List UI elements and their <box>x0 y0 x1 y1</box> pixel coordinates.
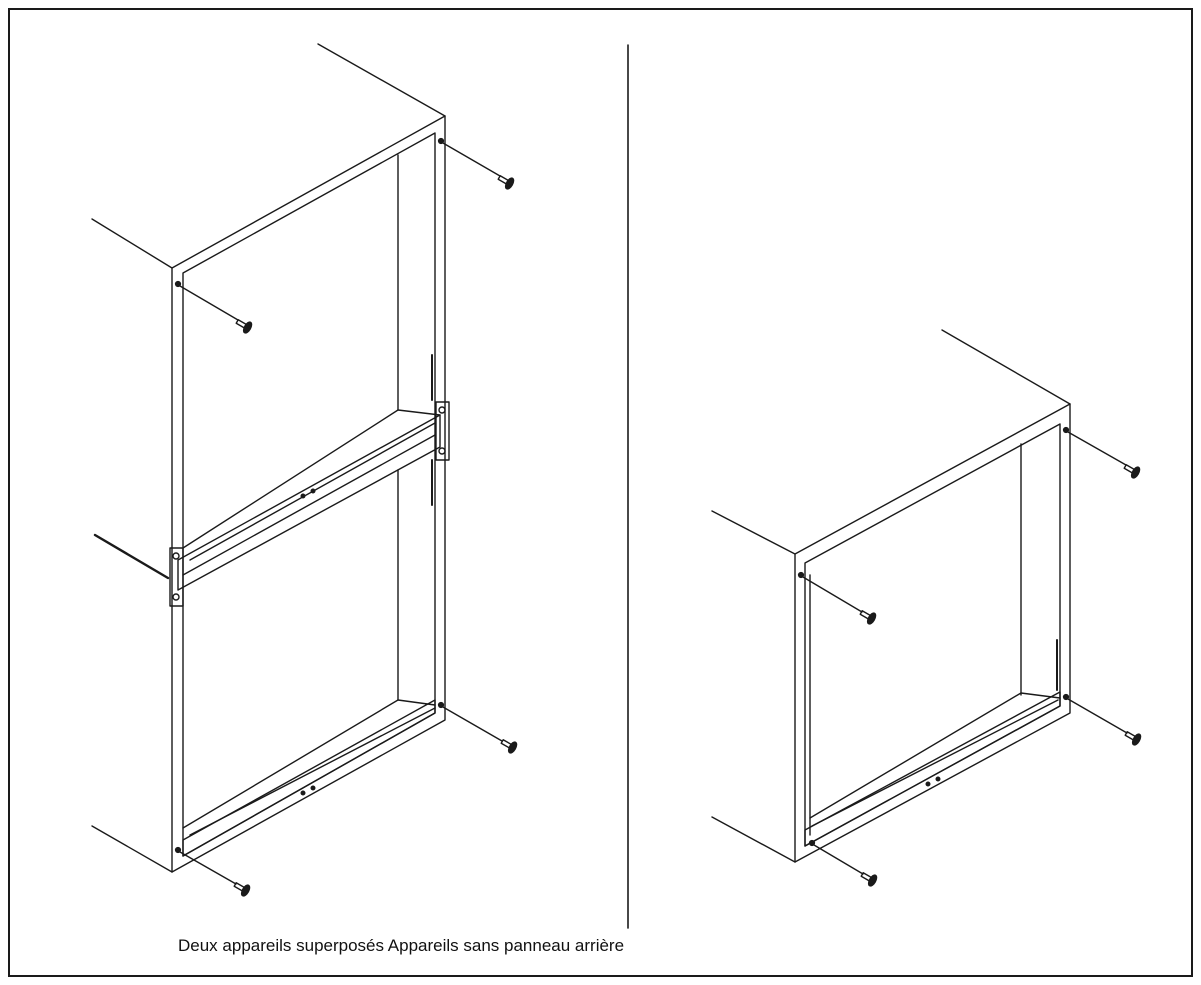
middle-rail-front <box>177 414 441 591</box>
middle-rail-line-2 <box>182 409 399 549</box>
screw-leader-right-3 <box>1067 698 1128 734</box>
right-bracket <box>435 401 450 461</box>
guide-line-middle <box>93 533 170 580</box>
rail-dot-2 <box>310 488 316 494</box>
bottom-rail-line-right-1 <box>809 692 1022 819</box>
guide-line-left-top <box>91 218 173 269</box>
bottom-dot-right-1 <box>925 781 931 787</box>
screw-leader-right-1 <box>802 576 863 613</box>
frame-hole-top-right <box>437 137 445 145</box>
guide-line-left-right <box>711 510 796 555</box>
screw-icon <box>1123 464 1141 479</box>
screw-icon <box>860 872 878 887</box>
bottom-rail-front-right <box>804 691 1061 847</box>
bottom-rail-line-2 <box>397 699 436 706</box>
guide-line-left-bottom <box>91 825 173 873</box>
screw-leader-1 <box>179 285 239 321</box>
frame-hole-bottom-right <box>437 701 445 709</box>
frame-hole-bottom-left <box>174 846 182 854</box>
bottom-rail-line-3 <box>189 707 436 836</box>
bottom-dot-right-2 <box>935 776 941 782</box>
rail-dot-1 <box>300 493 306 499</box>
guide-line-top <box>317 43 446 117</box>
bottom-rail-line-1 <box>182 699 399 829</box>
screw-leader-4 <box>179 851 237 885</box>
screw-leader-right-4 <box>813 844 864 875</box>
left-bracket-hole-top <box>172 552 180 560</box>
bottom-dot-1 <box>300 790 306 796</box>
frame-hole-top-right-right <box>1062 426 1070 434</box>
bottom-dot-2 <box>310 785 316 791</box>
screw-icon <box>859 610 877 625</box>
drawing-border <box>8 8 1193 977</box>
frame-hole-bottom-left-right <box>808 839 816 847</box>
single-cabinet-assembly <box>711 329 1142 887</box>
inner-frame-right <box>804 423 1061 847</box>
screw-icon <box>235 319 253 334</box>
stacked-cabinet-assembly <box>91 43 518 897</box>
frame-hole-top-left <box>174 280 182 288</box>
outer-frame-right <box>794 403 1071 863</box>
guide-line-top-right <box>941 329 1071 405</box>
screw-leader-3 <box>442 706 503 742</box>
screw-leader-right-2 <box>1067 431 1127 466</box>
screw-icon <box>500 739 518 754</box>
right-bracket-hole-top <box>438 406 446 414</box>
screw-icon <box>1124 731 1142 746</box>
guide-line-bottom-right <box>711 816 796 863</box>
screw-leader-2 <box>442 142 501 177</box>
bottom-rail-line-right-2 <box>1020 692 1061 699</box>
middle-rail-line-1 <box>182 434 436 576</box>
right-bracket-hole-bottom <box>438 447 446 455</box>
frame-hole-top-left-right <box>797 571 805 579</box>
screw-icon <box>233 882 251 897</box>
outer-frame <box>171 115 446 873</box>
screw-icon <box>497 175 515 190</box>
frame-hole-bottom-right-right <box>1062 693 1070 701</box>
bottom-rail-front <box>182 699 436 857</box>
figure-caption: Deux appareils superposés Appareils sans… <box>178 936 625 955</box>
left-bracket <box>169 547 184 607</box>
bottom-rail-line-right-3 <box>811 699 1059 827</box>
left-bracket-hole-bottom <box>172 593 180 601</box>
middle-rail-line-3 <box>397 409 441 416</box>
